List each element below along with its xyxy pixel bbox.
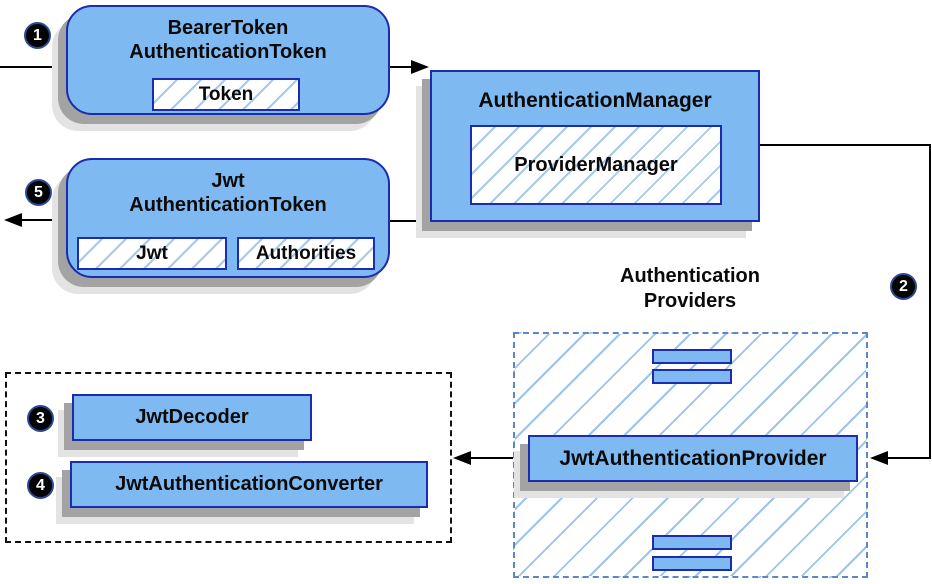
field-jwt: Jwt xyxy=(77,237,227,270)
node-bearer-token-authentication-token: BearerToken AuthenticationToken Token xyxy=(66,5,390,115)
field-token: Token xyxy=(152,78,300,111)
jwt-token-title-line1: Jwt xyxy=(211,170,245,192)
step-badge-5: 5 xyxy=(25,179,52,206)
node-jwt-authentication-converter: JwtAuthenticationConverter xyxy=(70,461,428,508)
jwt-token-title-line2: AuthenticationToken xyxy=(129,194,327,216)
providers-label-line2: Providers xyxy=(643,290,737,312)
bearer-token-title-line2: AuthenticationToken xyxy=(129,41,327,63)
step-badge-4: 4 xyxy=(27,472,54,499)
arrow-manager-to-provider xyxy=(760,144,931,465)
node-authentication-manager: AuthenticationManager ProviderManager xyxy=(430,70,760,222)
node-jwt-authentication-provider: JwtAuthenticationProvider xyxy=(528,435,858,482)
arrow-jwt-token-out xyxy=(4,213,66,227)
step-badge-1: 1 xyxy=(24,22,51,49)
step-badge-3: 3 xyxy=(27,405,54,432)
node-jwt-authentication-token: Jwt AuthenticationToken Jwt Authorities xyxy=(66,158,390,278)
decoder-converter-group xyxy=(5,372,452,543)
field-provider-manager: ProviderManager xyxy=(470,125,722,205)
provider-stack-bar-2 xyxy=(652,369,732,384)
step-badge-2: 2 xyxy=(890,273,917,300)
arrow-bearer-to-manager xyxy=(390,60,429,74)
authentication-manager-title: AuthenticationManager xyxy=(478,89,712,112)
bearer-token-title-line1: BearerToken xyxy=(167,17,289,39)
provider-stack-bar-3 xyxy=(652,535,732,550)
node-jwt-decoder: JwtDecoder xyxy=(72,394,312,441)
provider-stack-bar-4 xyxy=(652,556,732,571)
providers-label-line1: Authentication xyxy=(620,265,760,287)
authentication-providers-label: Authentication Providers xyxy=(560,264,820,314)
field-authorities: Authorities xyxy=(237,237,375,270)
provider-stack-bar-1 xyxy=(652,349,732,364)
